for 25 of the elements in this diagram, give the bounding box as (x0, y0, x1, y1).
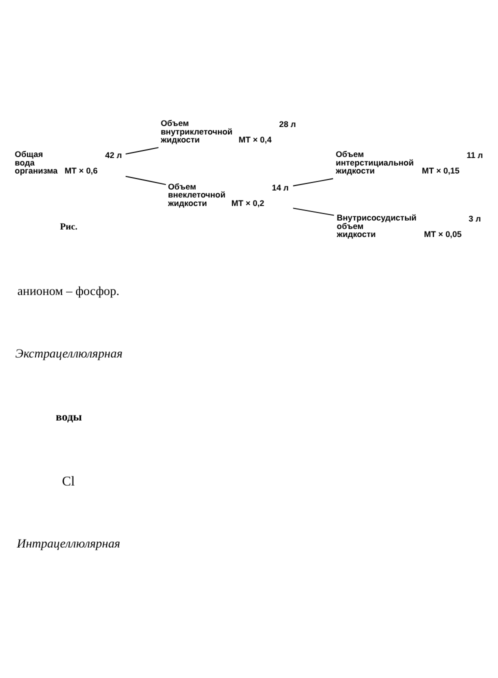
label: Cl (62, 472, 75, 488)
node-label: 14 л (272, 182, 289, 192)
label: анионом – фосфор. (17, 283, 120, 298)
node-label: 28 л (279, 118, 296, 128)
connector (292, 207, 334, 216)
label: Интрацеллюлярная (16, 536, 120, 550)
node-text: Объем внеклеточной жидкости (168, 180, 226, 208)
node-label: МТ × 0,05 (424, 228, 462, 239)
node-text: Внутрисосудистый объем жидкости (336, 212, 417, 239)
node-text: Объем внутриклеточной жидкости (160, 117, 233, 144)
connector (125, 146, 159, 154)
connector (292, 178, 334, 186)
node-label: МТ × 0,4 (238, 134, 272, 144)
label: Рис. (60, 222, 78, 232)
node-label: 11 л (466, 150, 483, 160)
node-label: МТ × 0,2 (231, 197, 264, 208)
node-label: 3 л (468, 213, 481, 224)
label: Экстрацеллюлярная (15, 346, 123, 360)
node-label: МТ × 0,15 (422, 165, 460, 176)
node-label: 42 л (105, 150, 122, 160)
connector (125, 175, 166, 184)
node-label: МТ × 0,6 (64, 165, 98, 176)
node-text: Общая вода организма (14, 148, 58, 176)
label: воды (56, 410, 82, 423)
node-text: Объем интерстициальной жидкости (336, 148, 414, 176)
